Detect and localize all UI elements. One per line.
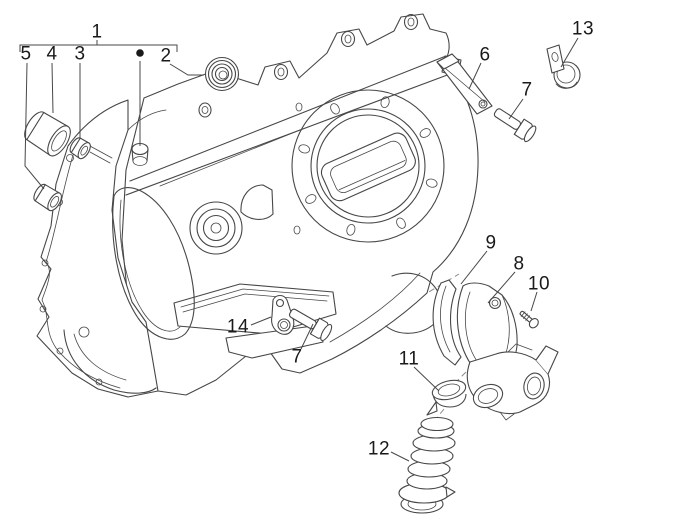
screw-drawing xyxy=(518,308,541,329)
duct-elbow-drawing xyxy=(467,344,558,420)
link-drawing xyxy=(272,296,294,335)
cap-drawing xyxy=(427,377,468,415)
bracket-strap-drawing xyxy=(437,54,492,114)
reference-dot xyxy=(136,49,144,57)
bushing-drawing xyxy=(20,108,75,160)
shell-inner-drawing xyxy=(433,280,461,365)
bolt-top-drawing xyxy=(491,104,538,143)
clamp-drawing xyxy=(547,45,580,88)
bolt-bottom-drawing xyxy=(286,304,334,342)
bellows-drawing xyxy=(399,418,455,514)
bearing-drawing xyxy=(206,58,239,91)
callout-leader-lines xyxy=(25,38,578,461)
crankcase-cover-drawing xyxy=(37,14,478,397)
callout-1-bracket xyxy=(20,40,177,52)
